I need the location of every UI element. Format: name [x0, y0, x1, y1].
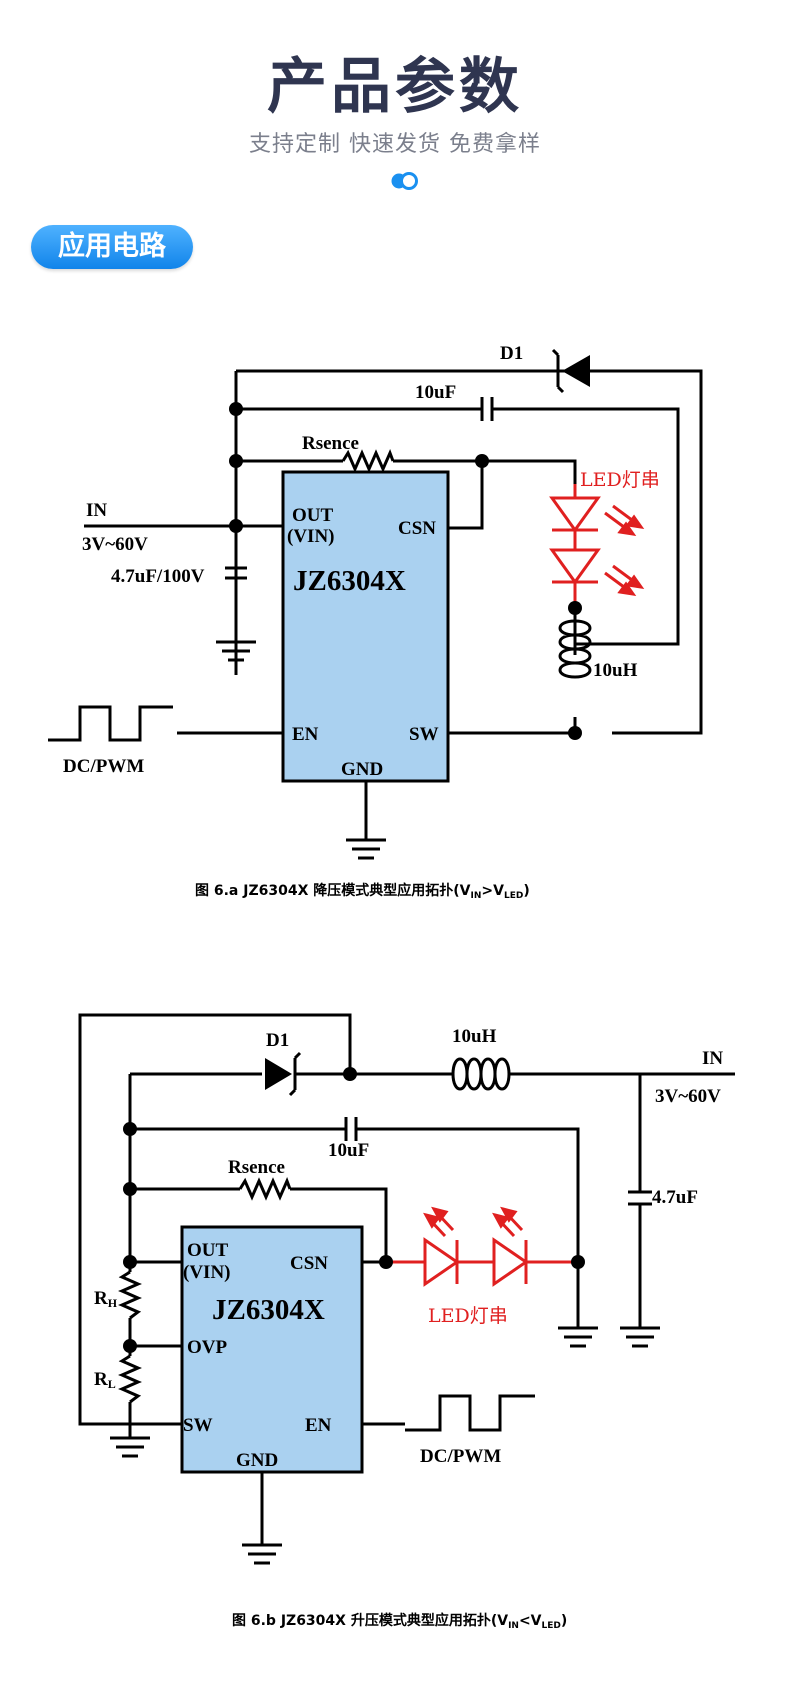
label-cap-input: 4.7uF/100V: [111, 566, 205, 587]
label-d1: D1: [266, 1030, 289, 1051]
label-dc-pwm: DC/PWM: [420, 1446, 501, 1467]
circuit-diagram-buck: D1 10uF Rsence IN 3V~60V 4.7uF/100V OUT …: [48, 343, 703, 901]
pin-csn: CSN: [398, 518, 436, 539]
ground-chip-icon: [242, 1543, 282, 1565]
label-cap-input: 4.7uF: [652, 1187, 698, 1208]
ground-cap-icon: [620, 1326, 660, 1348]
label-d1: D1: [500, 343, 523, 364]
label-in: IN: [702, 1048, 723, 1069]
capacitor-10uf-icon: [344, 1117, 358, 1141]
pin-sw: SW: [409, 724, 439, 745]
pwm-waveform-icon: [405, 1394, 535, 1432]
diode-d1-icon: [265, 1051, 302, 1097]
led-string-icon: [549, 484, 645, 608]
label-voltage: 3V~60V: [82, 534, 148, 555]
figure-caption: 图 6.a JZ6304X 降压模式典型应用拓扑(VIN>VLED): [195, 882, 530, 901]
label-cap-10uf: 10uF: [415, 382, 456, 403]
circuit-diagram-boost: D1 10uH IN 3V~60V 10uF Rsence 4.7uF OUT …: [78, 1013, 735, 1631]
ground-rl-icon: [110, 1436, 150, 1458]
label-inductor: 10uH: [452, 1026, 497, 1047]
capacitor-input-icon: [628, 1190, 652, 1206]
page-title: 产品参数: [267, 52, 523, 122]
label-led-string: LED灯串: [428, 1305, 508, 1327]
resistor-rsence-icon: [238, 1177, 292, 1201]
led-string-icon: [423, 1206, 529, 1287]
pin-en: EN: [292, 724, 319, 745]
pin-csn: CSN: [290, 1253, 328, 1274]
figure-caption: 图 6.b JZ6304X 升压模式典型应用拓扑(VIN<VLED): [232, 1612, 567, 1631]
resistor-rsence-icon: [341, 449, 395, 473]
inductor-10uh-icon: [558, 619, 592, 679]
pin-vin: (VIN): [183, 1262, 231, 1283]
section-label-application-circuit: 应用电路: [31, 225, 193, 269]
pin-sw: SW: [183, 1415, 213, 1436]
pin-ovp: OVP: [187, 1337, 228, 1358]
pin-out: OUT: [187, 1240, 229, 1261]
chip-name: JZ6304X: [212, 1294, 325, 1326]
pin-gnd: GND: [341, 759, 383, 780]
pin-gnd: GND: [236, 1450, 278, 1471]
pin-out: OUT: [292, 505, 334, 526]
label-dc-pwm: DC/PWM: [63, 756, 144, 777]
pwm-waveform-icon: [48, 705, 173, 742]
label-voltage: 3V~60V: [655, 1086, 721, 1107]
diode-d1-icon: [551, 348, 590, 394]
label-rl: RL: [94, 1369, 116, 1391]
chip-jz6304x: [281, 470, 450, 783]
capacitor-10uf-icon: [480, 397, 494, 421]
carousel-dots-icon: [391, 172, 418, 190]
ground-left-icon: [216, 640, 256, 662]
inductor-10uh-icon: [451, 1057, 513, 1091]
label-rh: RH: [94, 1288, 118, 1310]
chip-jz6304x: [180, 1225, 364, 1474]
ground-led-icon: [558, 1326, 598, 1348]
label-led-string: LED灯串: [580, 469, 660, 491]
label-rsence: Rsence: [302, 433, 359, 454]
chip-name: JZ6304X: [293, 565, 406, 597]
label-cap-10uf: 10uF: [328, 1140, 369, 1161]
label-in: IN: [86, 500, 107, 521]
page-subtitle: 支持定制 快速发货 免费拿样: [249, 132, 541, 157]
pin-vin: (VIN): [287, 526, 335, 547]
label-rsence: Rsence: [228, 1157, 285, 1178]
pin-en: EN: [305, 1415, 332, 1436]
label-inductor: 10uH: [593, 660, 638, 681]
ground-chip-icon: [346, 838, 386, 860]
